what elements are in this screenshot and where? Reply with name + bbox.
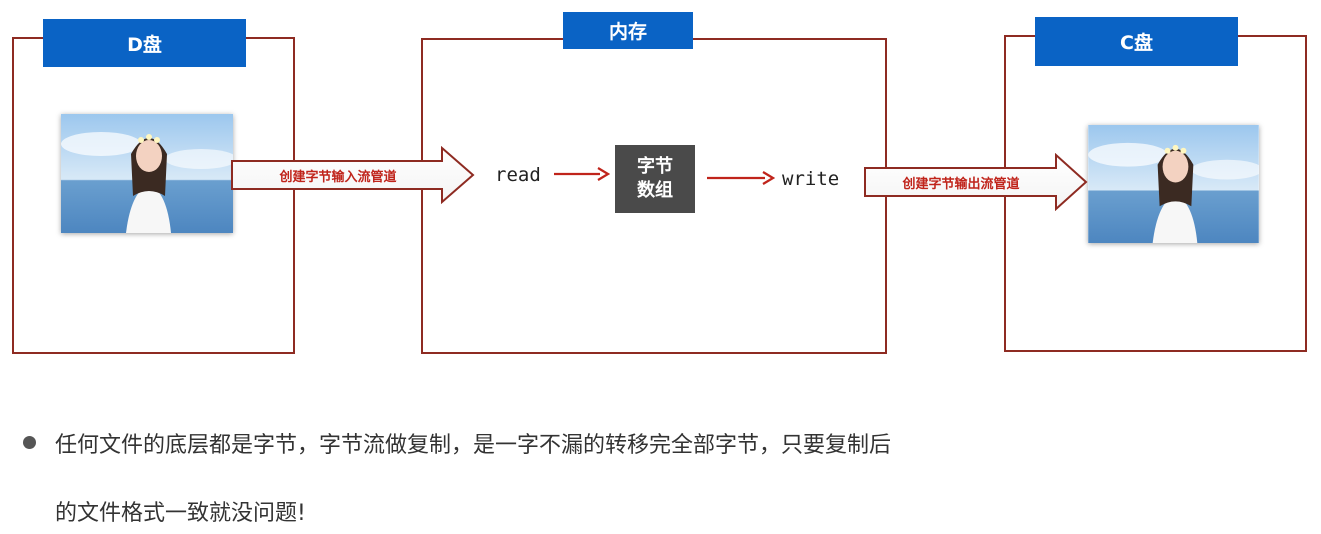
read-arrow-icon — [554, 167, 610, 181]
note-line-2: 的文件格式一致就没问题! — [55, 501, 306, 526]
byte-array-line1: 字节 — [637, 156, 673, 177]
write-label: write — [782, 168, 840, 190]
memory-tab: 内存 — [563, 12, 693, 49]
input-stream-arrow — [231, 146, 475, 204]
source-image — [61, 114, 233, 233]
read-label: read — [495, 164, 541, 186]
write-arrow-icon — [707, 171, 775, 185]
byte-array-block: 字节 数组 — [615, 145, 695, 213]
output-stream-label: 创建字节输出流管道 — [902, 176, 1020, 192]
c-drive-tab: C盘 — [1035, 17, 1238, 66]
input-stream-label: 创建字节输入流管道 — [279, 169, 397, 185]
bullet-point — [23, 436, 36, 449]
copied-image — [1088, 125, 1259, 243]
byte-array-line2: 数组 — [637, 180, 673, 201]
note-line-1: 任何文件的底层都是字节，字节流做复制，是一字不漏的转移完全部字节，只要复制后 — [55, 433, 892, 458]
output-stream-arrow — [864, 153, 1088, 211]
d-drive-tab: D盘 — [43, 19, 246, 67]
